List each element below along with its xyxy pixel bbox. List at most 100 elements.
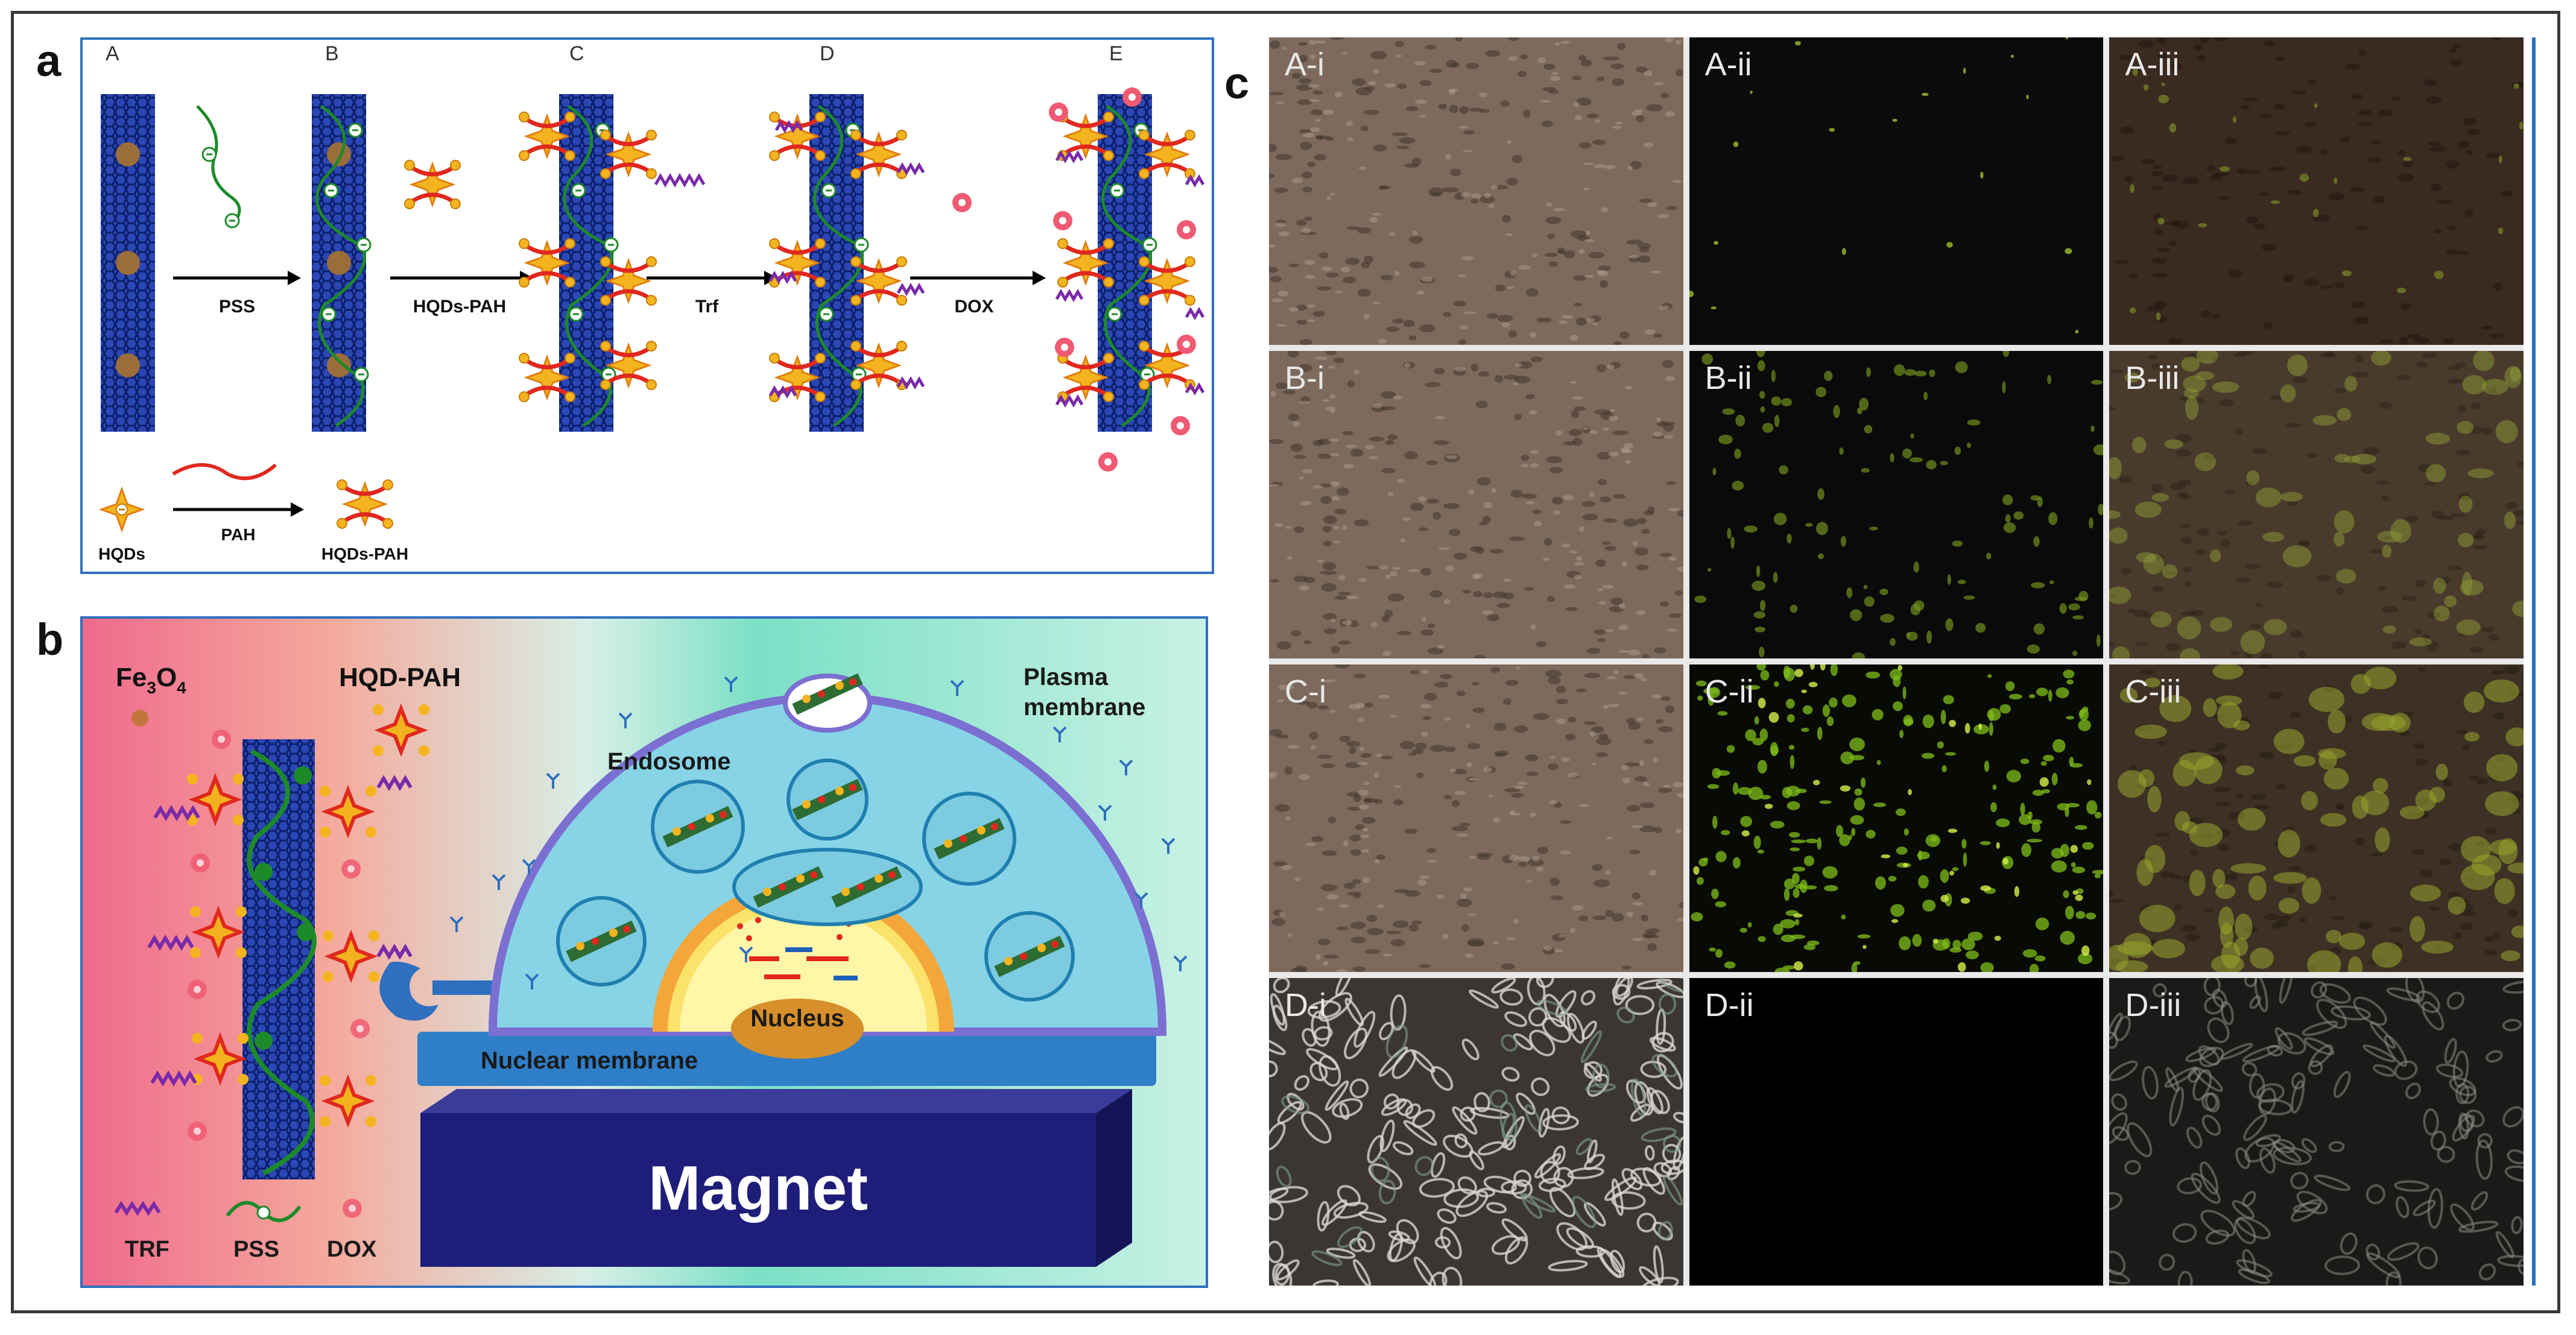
stage-label-c: C <box>569 42 584 65</box>
micrograph-label: A-ii <box>1704 46 1752 83</box>
arrow-label-trf: Trf <box>695 297 719 317</box>
nanotube-c <box>519 94 656 432</box>
legend-dox-label: DOX <box>327 1237 377 1262</box>
arrow-label-hqds-pah: HQDs-PAH <box>413 297 506 317</box>
label-plasma: Plasma <box>1024 664 1109 690</box>
legend-trf-label: TRF <box>125 1237 169 1262</box>
micrograph-c-iii: C-iii <box>2109 664 2524 972</box>
micrograph-texture <box>1269 978 1683 1286</box>
nanotube-d <box>770 94 925 432</box>
micrograph-texture <box>2109 664 2524 972</box>
endosome-5 <box>984 911 1075 1002</box>
arrowhead-dox <box>1033 271 1046 285</box>
micrograph-d-iii: D-iii <box>2109 978 2524 1286</box>
endosome-fusing <box>732 848 923 926</box>
micrograph-texture <box>2109 351 2524 658</box>
micrograph-label: D-i <box>1285 987 1326 1023</box>
label-hqd-pah: HQD-PAH <box>339 663 461 692</box>
panel-a-svg: A B C D E PSS <box>98 42 1205 563</box>
label-nucleus: Nucleus <box>750 1005 844 1032</box>
transferrin-receptor <box>379 961 505 1021</box>
micrograph-a-ii: A-ii <box>1689 37 2104 345</box>
micrograph-texture <box>2109 978 2524 1286</box>
legend-dox-icon <box>343 1199 362 1218</box>
micrograph-texture <box>1269 351 1683 658</box>
micrograph-texture <box>1691 664 2104 972</box>
endosome-2 <box>786 759 869 841</box>
label-magnet: Magnet <box>648 1154 868 1223</box>
right-border-line <box>2532 37 2536 1286</box>
label-nuclear-membrane: Nuclear membrane <box>481 1047 698 1074</box>
legend-pss-label: PSS <box>233 1237 279 1262</box>
nucleolus <box>731 999 864 1059</box>
label-hqds: HQDs <box>98 544 145 563</box>
endosome-4 <box>556 896 647 986</box>
dox-icon <box>952 193 972 212</box>
micrograph-b-iii: B-iii <box>2109 351 2524 658</box>
micrograph-label: B-i <box>1285 360 1324 396</box>
micrograph-label: C-i <box>1285 674 1326 710</box>
arrow-label-dox: DOX <box>954 297 993 317</box>
micrograph-texture <box>1269 664 1683 972</box>
nuclear-membrane-bar <box>417 1032 1156 1086</box>
micrograph-d-i: D-i <box>1269 978 1683 1286</box>
micrograph-d-ii: D-ii <box>1689 978 2104 1286</box>
micrograph-label: B-iii <box>2125 360 2180 396</box>
hqd-pah-icon <box>405 160 460 209</box>
endosome-3 <box>922 792 1016 886</box>
micrograph-texture <box>1694 351 2104 658</box>
nanotube-a <box>101 94 155 432</box>
hqd-pah-icon <box>373 704 429 756</box>
micrograph-a-iii: A-iii <box>2109 37 2524 345</box>
micrograph-label: B-ii <box>1704 360 1752 396</box>
micrograph-texture <box>1689 978 2104 1286</box>
micrograph-b-ii: B-ii <box>1689 351 2104 658</box>
micrograph-label: A-i <box>1285 46 1324 83</box>
micrograph-label: D-iii <box>2125 987 2182 1023</box>
fe3o4-particle-icon <box>131 710 148 727</box>
stage-label-e: E <box>1109 42 1123 65</box>
label-membrane: membrane <box>1024 694 1145 721</box>
magnet-block <box>420 1089 1132 1267</box>
nucleus-core <box>680 908 927 1032</box>
trf-icon <box>654 172 706 188</box>
hqds-pah-product-icon <box>337 480 393 528</box>
label-endosome: Endosome <box>607 748 730 775</box>
arrowhead-pss <box>288 271 301 285</box>
panel-label-a: a <box>36 36 62 86</box>
micrograph-texture <box>1269 37 1683 345</box>
panel-b-scheme: Fe3O4 HQD-PAH <box>80 616 1208 1288</box>
micrograph-label: C-iii <box>2125 674 2182 710</box>
arrowhead-pah <box>291 502 304 517</box>
legend-trf-icon <box>114 1201 161 1216</box>
nanotube-e <box>1049 87 1205 472</box>
stage-label-b: B <box>325 42 339 65</box>
nanotube-b <box>312 94 372 432</box>
micrograph-a-i: A-i <box>1269 37 1683 345</box>
pah-icon <box>172 463 277 481</box>
arrow-label-pss: PSS <box>219 297 255 317</box>
label-fe3o4: Fe3O4 <box>116 663 186 697</box>
membrane-receptors <box>449 676 1188 989</box>
panel-label-b: b <box>36 614 64 664</box>
stage-label-d: D <box>820 42 835 65</box>
micrograph-label: D-ii <box>1704 987 1754 1023</box>
micrograph-c-i: C-i <box>1269 664 1683 972</box>
hqds-icon <box>98 486 145 533</box>
micrograph-c-ii: C-ii <box>1689 664 2104 972</box>
micrograph-texture <box>2111 37 2524 345</box>
arrow-label-pah: PAH <box>221 525 255 544</box>
pss-polymer-icon <box>196 105 241 229</box>
stage-label-a: A <box>106 42 119 65</box>
figure-frame <box>11 11 2560 1313</box>
endosome-1 <box>651 780 745 874</box>
micrograph-label: A-iii <box>2125 46 2180 83</box>
panel-a-scheme: A B C D E PSS <box>80 37 1214 574</box>
micrograph-texture <box>1689 37 2078 334</box>
micrograph-label: C-ii <box>1704 674 1754 710</box>
micrograph-b-i: B-i <box>1269 351 1683 658</box>
functionalized-nanotube <box>147 730 413 1179</box>
panel-b-svg: Fe3O4 HQD-PAH <box>114 663 1188 1267</box>
panel-label-c: c <box>1224 58 1250 108</box>
